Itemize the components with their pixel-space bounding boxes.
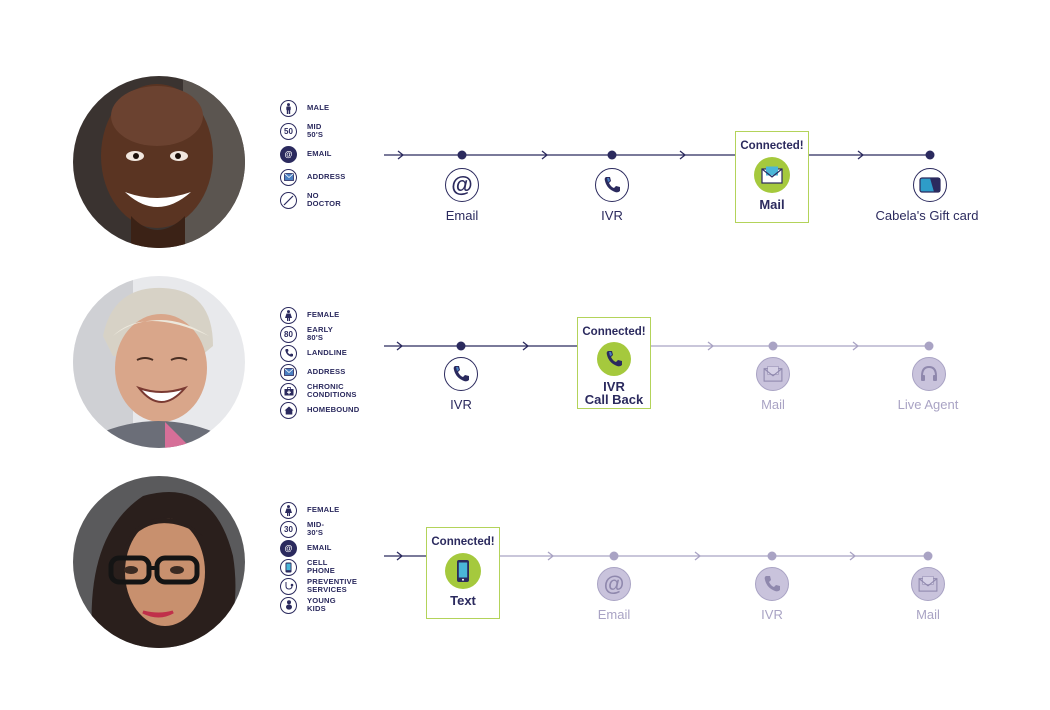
phone-icon [444,357,478,391]
attribute-contact: LANDLINE [280,344,347,362]
step-label: IVR [450,397,472,412]
attribute-condition: CHRONIC CONDITIONS [280,382,357,400]
attribute-gender: MALE [280,99,329,117]
connected-box: Connected! Mail [735,131,809,223]
attribute-label: YOUNG KIDS [307,596,336,613]
attribute-gender: FEMALE [280,306,339,324]
age-badge: 80 [280,325,297,343]
age-badge: 30 [280,520,297,538]
attribute-age: 30 MID-30'S [280,520,324,538]
timeline [384,150,935,160]
avatar [73,276,245,448]
journey-row-2: FEMALE 80 EARLY 80'S LANDLINE ADDRESS CH… [0,190,1050,448]
male-icon [280,99,297,117]
email-icon: @ [597,567,631,601]
attribute-label: EMAIL [307,149,332,158]
step-label: Live Agent [897,397,959,412]
email-icon: @ [280,145,297,163]
cell-phone-icon [445,553,481,589]
attribute-label: EMAIL [307,543,332,552]
mail-icon [280,363,297,381]
female-icon [280,306,297,324]
no-doctor-icon [280,191,297,209]
mail-icon [280,168,297,186]
phone-icon [595,168,629,202]
medical-kit-icon [280,382,297,400]
step-label: IVR Call Back [584,379,644,407]
attribute-label: EARLY 80'S [307,325,333,342]
attribute-label: LANDLINE [307,348,347,357]
attribute-label: ADDRESS [307,367,346,376]
attribute-gender: FEMALE [280,501,339,519]
attribute-label: CELL PHONE [307,558,336,575]
step-label: Email [597,607,631,622]
attribute-label: MID 50'S [307,122,324,139]
attribute-label: MALE [307,103,330,112]
step-label: Mail [916,607,940,622]
age-badge: 50 [280,122,297,140]
attribute-age: 80 EARLY 80'S [280,325,333,343]
phone-icon [755,567,789,601]
journey-row-3: FEMALE 30 MID-30'S @ EMAIL CELL PHONE PR… [0,400,1050,648]
connected-label: Connected! [431,536,495,548]
attribute-address: ADDRESS [280,168,346,186]
connected-label: Connected! [582,326,646,338]
attribute-age: 50 MID 50'S [280,122,323,140]
phone-icon [280,344,297,362]
mail-icon [754,157,790,193]
connected-box: Connected! IVR Call Back [577,317,651,409]
attribute-label: HOMEBOUND [307,405,360,414]
timeline [384,551,933,561]
attribute-contact: @ EMAIL [280,539,332,557]
attribute-label: NO DOCTOR [307,191,341,208]
mail-icon [911,567,945,601]
step-label: Cabela's Gift card [875,208,979,223]
attribute-label: FEMALE [307,505,340,514]
email-icon: @ [280,539,297,557]
attribute-mobility: HOMEBOUND [280,401,359,419]
step-label: Text [450,593,476,608]
step-label: Mail [761,397,785,412]
gift-card-icon [913,168,947,202]
stethoscope-icon [280,577,297,595]
step-label: Email [445,208,479,223]
attribute-label: PREVENTIVE SERVICES [307,577,358,594]
headset-icon [912,357,946,391]
attribute-doctor: NO DOCTOR [280,191,341,209]
phone-icon [597,342,631,376]
baby-icon [280,596,297,614]
step-label: IVR [601,208,623,223]
step-label: IVR [761,607,783,622]
step-label: Mail [759,197,785,212]
cell-phone-icon [280,558,297,576]
home-icon [280,401,297,419]
connected-label: Connected! [740,140,804,152]
attribute-device: CELL PHONE [280,558,335,576]
female-icon [280,501,297,519]
attribute-family: YOUNG KIDS [280,596,336,614]
email-icon: @ [445,168,479,202]
attribute-label: CHRONIC CONDITIONS [307,382,357,399]
attribute-label: MID-30'S [307,520,325,537]
timeline [384,341,934,351]
attribute-services: PREVENTIVE SERVICES [280,577,357,595]
avatar [73,476,245,648]
connected-box: Connected! Text [426,527,500,619]
attribute-address: ADDRESS [280,363,346,381]
journey-row-1: MALE 50 MID 50'S @ EMAIL ADDRESS NO DOCT… [0,0,1050,248]
attribute-contact: @ EMAIL [280,145,332,163]
mail-icon [756,357,790,391]
attribute-label: FEMALE [307,310,340,319]
attribute-label: ADDRESS [307,172,346,181]
